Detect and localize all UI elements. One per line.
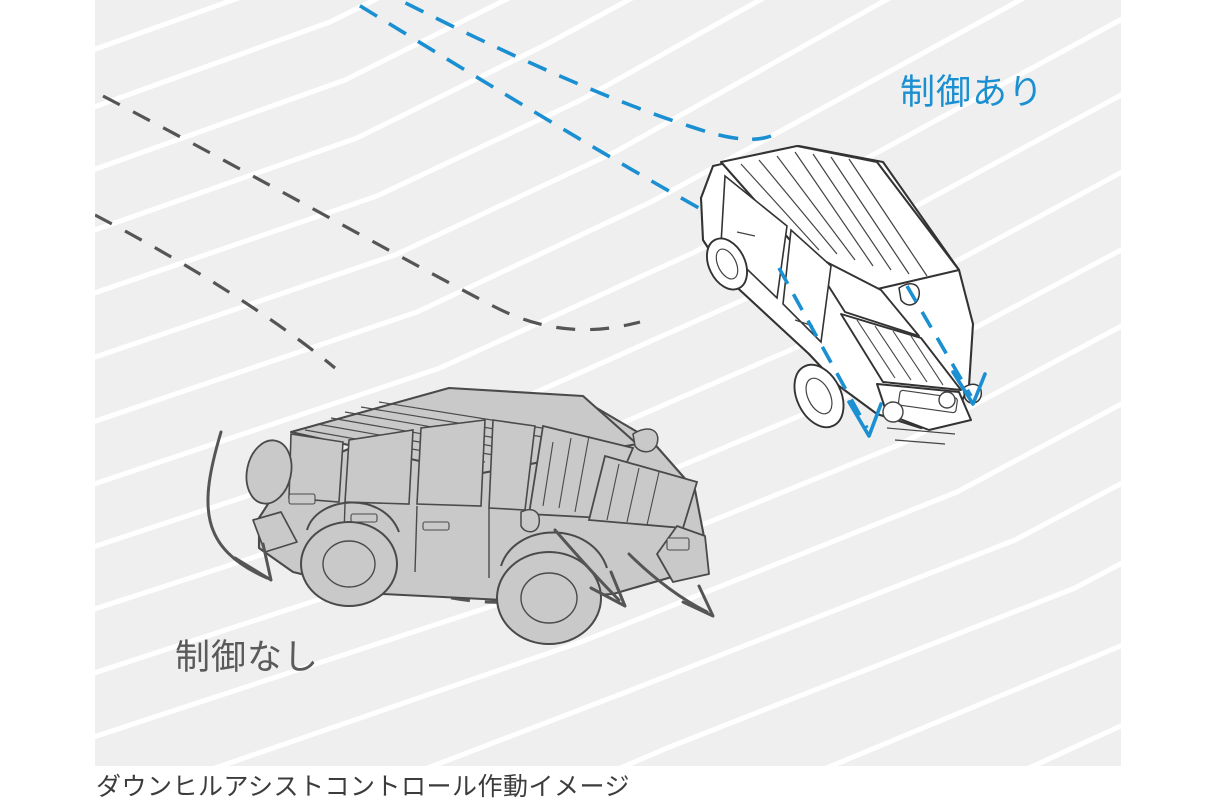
label-without-control: 制御なし bbox=[175, 638, 320, 677]
downhill-assist-illustration bbox=[95, 0, 1121, 766]
gray-arrow-front bbox=[553, 528, 621, 602]
gray-arrow-rear-head bbox=[233, 542, 273, 582]
slope-contour-lines bbox=[95, 0, 1121, 766]
blue-arrow-left-head bbox=[847, 400, 883, 438]
figure-caption: ダウンヒルアシストコントロール作動イメージ bbox=[96, 773, 631, 801]
gray-arrow-skid-head bbox=[681, 584, 715, 618]
blue-arrow-left bbox=[777, 267, 869, 429]
vehicle-with-control bbox=[699, 144, 983, 445]
gray-path-upper bbox=[102, 94, 641, 332]
gray-path-lower bbox=[95, 213, 337, 370]
blue-path-upper bbox=[395, 0, 772, 142]
illustration-panel: 制御あり 制御なし bbox=[95, 0, 1121, 766]
blue-arrow-right-head bbox=[951, 370, 987, 406]
blue-arrow-right bbox=[905, 285, 973, 397]
gray-arrow-front-head bbox=[589, 570, 627, 608]
vehicle-without-control bbox=[245, 386, 710, 645]
gray-arrow-rear bbox=[206, 430, 269, 580]
label-with-control: 制御あり bbox=[900, 73, 1045, 112]
gray-skid-arc bbox=[299, 477, 621, 604]
